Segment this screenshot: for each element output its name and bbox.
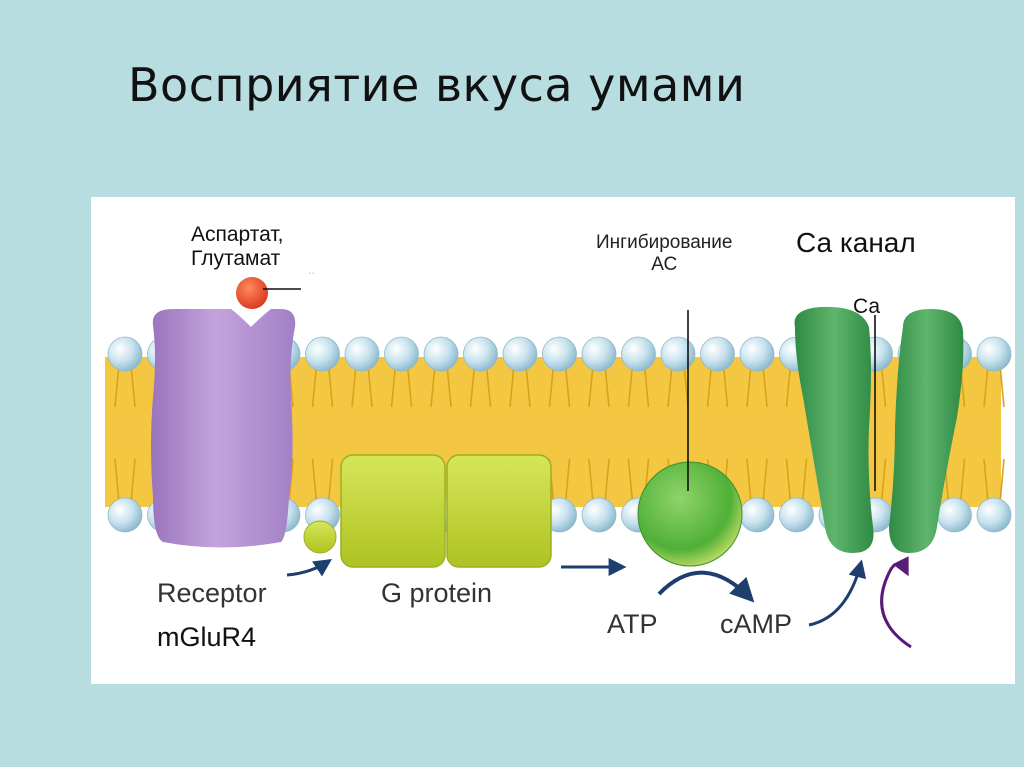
ca-channel-left xyxy=(794,306,874,553)
g-protein-label: G protein xyxy=(381,578,493,608)
diagram-panel: .. Аспартат, Глутамат Ингибирование АС С… xyxy=(91,197,1015,684)
lipid-head xyxy=(581,336,617,372)
lipid-head xyxy=(107,336,143,372)
ligand-faint-mark: .. xyxy=(308,263,315,277)
membrane-diagram: .. xyxy=(105,263,1012,649)
lipid-tail xyxy=(983,364,1005,408)
camp-label: cAMP xyxy=(720,609,793,639)
receptor-name-label: mGluR4 xyxy=(157,622,257,652)
ca-flow-arrow xyxy=(880,556,912,649)
lipid-head xyxy=(739,497,775,533)
receptor-protein xyxy=(151,309,296,548)
lipid-head xyxy=(621,336,656,372)
lipid-head xyxy=(542,336,577,372)
ca-ion-label: Са xyxy=(853,295,881,318)
lipid-head xyxy=(463,336,498,372)
lipid-tail xyxy=(785,458,808,504)
inhibition-label-line1: Ингибирование xyxy=(596,232,733,253)
lipid-tail xyxy=(430,364,452,408)
lipid-tail xyxy=(706,364,729,408)
atp-to-camp-arrow xyxy=(657,570,755,603)
inhibition-label: Ингибирование АС xyxy=(596,232,732,276)
receptor-to-gprotein-arrow xyxy=(286,559,332,577)
ca-channel-label: Са канал xyxy=(796,227,916,258)
lipid-tail xyxy=(509,364,531,408)
atp-label: ATP xyxy=(607,609,658,639)
lipid-tail xyxy=(114,458,136,504)
lipid-head xyxy=(305,336,340,372)
g-protein-subunit-right xyxy=(446,454,552,568)
lipid-tail xyxy=(627,364,650,408)
lipid-tail xyxy=(983,458,1005,504)
lipid-head xyxy=(107,497,143,533)
lipid-tail xyxy=(469,364,492,408)
lipid-head xyxy=(739,336,775,372)
lipid-tail xyxy=(311,458,334,504)
ca-channel-right xyxy=(889,309,964,553)
lipid-tail xyxy=(311,364,334,408)
inhibition-label-line2: АС xyxy=(651,253,678,275)
lipid-tail xyxy=(746,458,768,504)
ligand-label: Аспартат, Глутамат xyxy=(191,223,284,271)
lipid-tail xyxy=(114,364,136,408)
receptor-label: Receptor xyxy=(157,578,267,608)
lipid-head xyxy=(700,336,735,372)
lipid-head xyxy=(423,336,459,372)
lipid-tail xyxy=(746,364,768,408)
glutamate-ligand xyxy=(236,277,268,309)
lipid-tail xyxy=(588,458,610,504)
lipid-head xyxy=(976,497,1012,533)
lipid-tail xyxy=(351,364,373,408)
lipid-head xyxy=(660,336,696,372)
lipid-head xyxy=(581,497,617,533)
camp-to-channel-arrow xyxy=(808,559,867,627)
lipid-tail xyxy=(548,364,571,408)
lipid-head xyxy=(779,497,814,533)
ligand-label-line1: Аспартат, xyxy=(191,223,284,246)
lipid-head xyxy=(976,336,1012,372)
lipid-head xyxy=(937,497,972,533)
slide-title: Восприятие вкуса умами xyxy=(128,58,746,112)
g-protein-subunit-small xyxy=(303,520,337,554)
adenylate-cyclase xyxy=(637,461,743,567)
lipid-tail xyxy=(390,364,413,408)
g-protein-subunit-left xyxy=(340,454,446,568)
ligand-label-line2: Глутамат xyxy=(191,247,281,271)
lipid-tail xyxy=(588,364,610,408)
lipid-head xyxy=(384,336,419,372)
lipid-head xyxy=(344,336,380,372)
lipid-head xyxy=(502,336,538,372)
